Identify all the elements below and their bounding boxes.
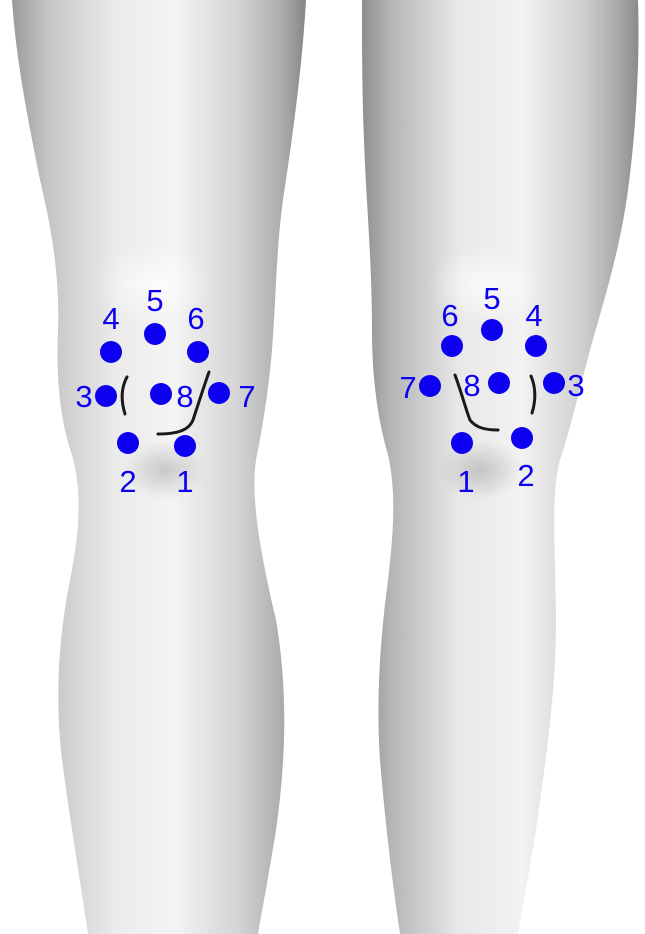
right-knee-point-3-label: 3 [567,368,584,403]
left-knee-point-4-dot [100,341,122,363]
right-knee-point-8-dot [488,372,510,394]
right-knee-point-2-dot [511,427,533,449]
right-knee-point-8-label: 8 [463,368,480,403]
left-knee-point-8-dot [150,383,172,405]
left-knee-point-1-label: 1 [176,464,193,499]
right-knee-point-7-dot [419,375,441,397]
left-knee-point-7-dot [208,382,230,404]
right-knee-point-6-dot [441,335,463,357]
left-knee-point-5-dot [144,323,166,345]
right-knee-point-4-dot [525,335,547,357]
right-knee-point-1-label: 1 [457,464,474,499]
right-knee-point-7-label: 7 [399,370,416,405]
right-knee-point-6-label: 6 [441,298,458,333]
right-leg [362,0,639,934]
left-knee-point-3-label: 3 [75,379,92,414]
right-knee-point-5-label: 5 [483,281,500,316]
left-leg [12,0,306,934]
right-knee-point-2-label: 2 [517,458,534,493]
right-knee-point-5-dot [481,319,503,341]
right-knee-point-3-dot [543,372,565,394]
right-knee-point-1-dot [451,432,473,454]
left-knee-point-2-dot [117,432,139,454]
left-knee-point-7-label: 7 [238,379,255,414]
left-knee-point-2-label: 2 [119,464,136,499]
left-knee-point-5-label: 5 [146,283,163,318]
right-knee-point-4-label: 4 [525,298,542,333]
left-knee-point-6-label: 6 [187,301,204,336]
left-knee-point-3-dot [95,385,117,407]
left-knee-point-6-dot [187,341,209,363]
left-knee-point-4-label: 4 [102,301,119,336]
left-knee-point-1-dot [174,435,196,457]
left-knee-point-8-label: 8 [176,379,193,414]
